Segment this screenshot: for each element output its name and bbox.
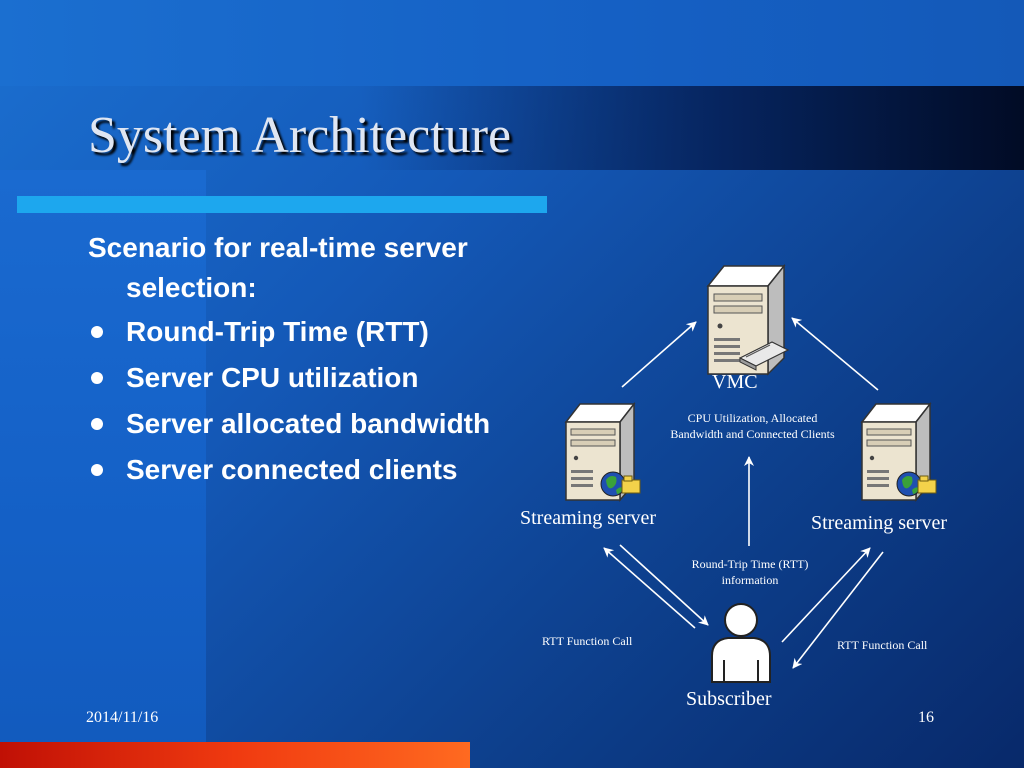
right-streaming-server-icon	[860, 401, 937, 502]
left-streaming-server-icon	[564, 401, 641, 502]
subscriber-user-icon	[711, 603, 771, 683]
bullet-dot-icon	[91, 418, 103, 430]
title-dark-band	[360, 86, 1024, 170]
bullet-dot-icon	[91, 326, 103, 338]
bullet-dot-icon	[91, 464, 103, 476]
rtt-info-line-2: information	[721, 573, 779, 587]
title-underline-bar	[17, 196, 547, 213]
header-band	[0, 0, 1024, 86]
diagram-arrows	[603, 317, 884, 669]
left-streaming-server-label: Streaming server	[520, 507, 657, 529]
footer-orange-bar	[0, 742, 470, 768]
bullet-intro: Scenario for real-time server selection:	[88, 232, 468, 303]
cpu-info-label: CPU Utilization, Allocated Bandwidth and…	[650, 410, 855, 442]
right-streaming-server-label: Streaming server	[811, 512, 948, 534]
cpu-info-line-2: Bandwidth and Connected Clients	[670, 427, 835, 441]
arrow-left-server-to-subscriber	[619, 544, 709, 626]
arrow-right-server-to-subscriber	[792, 551, 884, 669]
vmc-server-icon	[706, 263, 790, 376]
bullet-dot-icon	[91, 372, 103, 384]
bullet-item-rtt: Round-Trip Time (RTT)	[88, 312, 508, 352]
arrow-left-server-to-vmc	[621, 321, 697, 388]
rtt-call-right-label: RTT Function Call	[837, 638, 928, 652]
rtt-info-line-1: Round-Trip Time (RTT)	[691, 557, 809, 571]
subscriber-label: Subscriber	[686, 688, 772, 710]
bullet-item-bandwidth: Server allocated bandwidth	[88, 404, 508, 444]
bullet-text: Round-Trip Time (RTT)	[126, 316, 429, 347]
bullet-text: Server CPU utilization	[126, 362, 419, 393]
architecture-diagram: VMC Streaming server Streaming server Su…	[500, 250, 1010, 720]
footer-date: 2014/11/16	[86, 709, 159, 726]
bullet-list: Scenario for real-time server selection:…	[88, 228, 508, 496]
vmc-label: VMC	[712, 371, 758, 393]
cpu-info-line-1: CPU Utilization, Allocated	[687, 411, 818, 425]
rtt-call-left-label: RTT Function Call	[542, 634, 633, 648]
page-number: 16	[918, 709, 934, 726]
rtt-info-label: Round-Trip Time (RTT) information	[665, 556, 835, 588]
arrow-subscriber-to-right-server	[781, 547, 871, 643]
bullet-text: Server connected clients	[126, 454, 458, 485]
arrow-subscriber-to-left-server	[603, 547, 696, 629]
bullet-item-cpu: Server CPU utilization	[88, 358, 508, 398]
left-column-band	[0, 170, 206, 768]
arrow-right-server-to-vmc	[791, 317, 879, 391]
slide-title: System Architecture	[88, 107, 512, 164]
bullet-text: Server allocated bandwidth	[126, 408, 491, 439]
bullet-item-clients: Server connected clients	[88, 450, 508, 490]
